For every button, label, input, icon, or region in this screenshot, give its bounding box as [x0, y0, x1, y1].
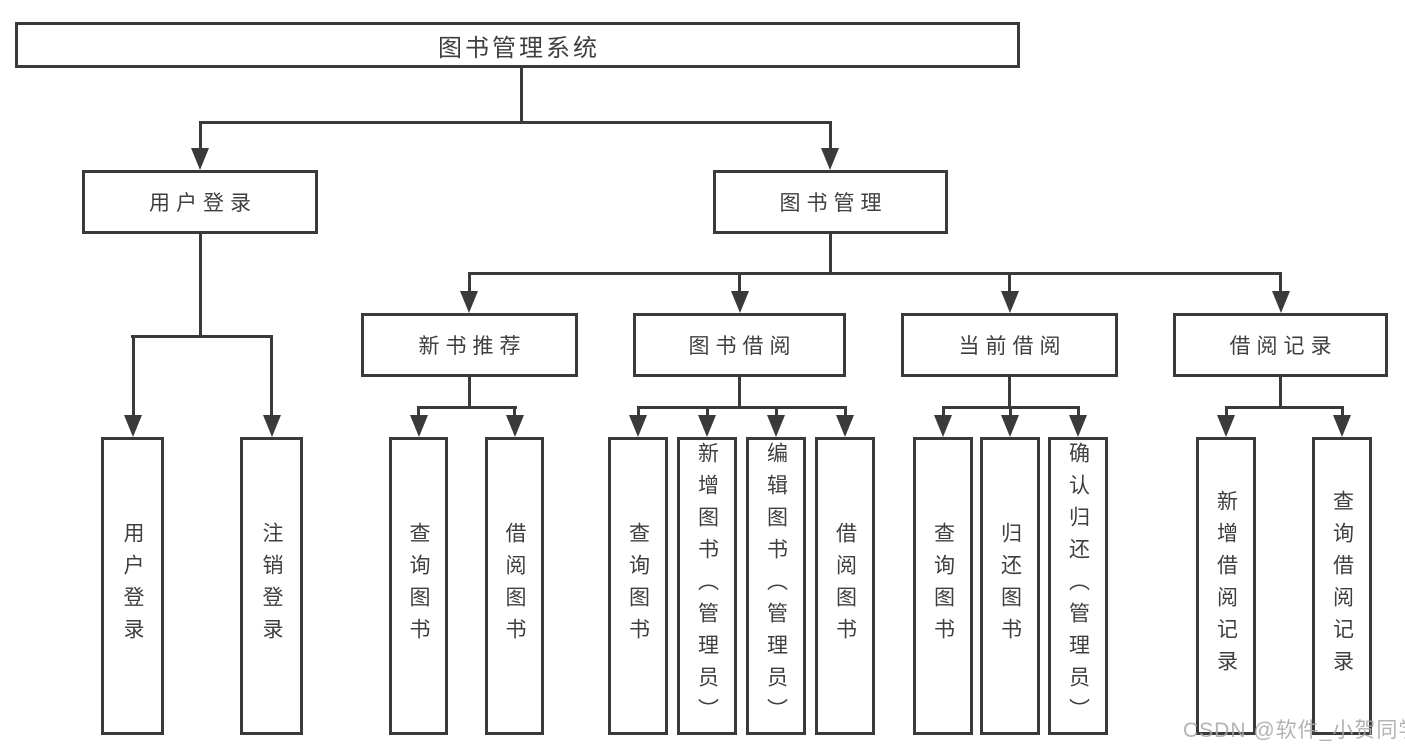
connector-arrowhead — [629, 415, 647, 437]
connector-arrowhead — [191, 148, 209, 170]
node-new-book-recommend-label: 新书推荐 — [418, 335, 527, 358]
connector-arrowhead — [460, 291, 478, 313]
connector-line — [705, 406, 709, 418]
connector-arrowhead — [1069, 415, 1087, 437]
leaf-add-borrow-record-label: 新增借阅记录 — [1214, 490, 1238, 682]
connector-arrowhead — [124, 415, 142, 437]
leaf-recommend-borrow-book: 借阅图书 — [485, 437, 544, 735]
connector-line — [1224, 406, 1228, 418]
node-root-system: 图书管理系统 — [15, 22, 1020, 68]
connector-arrowhead — [1271, 291, 1290, 313]
connector-arrowhead — [836, 415, 854, 437]
connector-line — [941, 406, 945, 418]
connector-line — [1340, 406, 1344, 418]
leaf-edit-book-admin-label: 编辑图书（管理员） — [764, 442, 788, 730]
connector-line — [467, 375, 471, 409]
connector-arrowhead — [262, 415, 281, 437]
connector-arrowhead — [505, 415, 524, 437]
node-user-login-label: 用户登录 — [149, 192, 257, 215]
leaf-current-query-book: 查询图书 — [913, 437, 973, 735]
leaf-query-borrow-record-label: 查询借阅记录 — [1330, 490, 1354, 682]
leaf-recommend-borrow-book-label: 借阅图书 — [503, 522, 526, 650]
connector-line — [738, 272, 741, 294]
connector-arrowhead — [1000, 291, 1019, 313]
leaf-logout-label: 注销登录 — [260, 522, 283, 650]
leaf-return-book: 归还图书 — [980, 437, 1040, 735]
connector-arrowhead — [698, 415, 716, 437]
leaf-recommend-query-book: 查询图书 — [389, 437, 448, 735]
connector-line — [1008, 375, 1011, 409]
connector-line — [1279, 375, 1282, 409]
leaf-borrow-book: 借阅图书 — [815, 437, 875, 735]
node-user-login: 用户登录 — [82, 170, 318, 234]
leaf-current-query-book-label: 查询图书 — [931, 522, 955, 650]
connector-line — [513, 406, 516, 418]
node-root-system-label: 图书管理系统 — [438, 34, 600, 62]
connector-line — [270, 335, 273, 417]
node-book-borrow-label: 图书借阅 — [688, 335, 797, 358]
node-current-borrow: 当前借阅 — [901, 313, 1118, 377]
connector-line — [131, 335, 273, 338]
node-book-management-label: 图书管理 — [779, 192, 888, 215]
connector-line — [198, 232, 202, 338]
connector-line — [636, 406, 640, 418]
connector-line — [738, 375, 741, 409]
leaf-add-borrow-record: 新增借阅记录 — [1196, 437, 1256, 735]
connector-arrowhead — [1217, 415, 1235, 437]
watermark: CSDN @软件_小贺同学 — [1183, 719, 1405, 742]
connector-arrowhead — [1333, 415, 1351, 437]
connector-line — [417, 406, 420, 418]
node-new-book-recommend: 新书推荐 — [361, 313, 578, 377]
node-book-borrow: 图书借阅 — [633, 313, 846, 377]
connector-line — [1076, 406, 1080, 418]
connector-arrowhead — [767, 415, 785, 437]
connector-line — [774, 406, 778, 418]
connector-arrowhead — [1001, 415, 1019, 437]
connector-arrowhead — [821, 148, 839, 170]
connector-line — [467, 272, 471, 294]
leaf-confirm-return-admin: 确认归还（管理员） — [1048, 437, 1108, 735]
leaf-user-login: 用户登录 — [101, 437, 164, 735]
leaf-borrow-query-book-label: 查询图书 — [626, 522, 650, 650]
connector-arrowhead — [730, 291, 749, 313]
leaf-user-login-label: 用户登录 — [121, 522, 144, 650]
leaf-borrow-query-book: 查询图书 — [608, 437, 668, 735]
node-borrow-records-label: 借阅记录 — [1229, 335, 1338, 358]
connector-line — [828, 121, 832, 150]
leaf-borrow-book-label: 借阅图书 — [833, 522, 857, 650]
connector-line — [467, 272, 1282, 275]
node-borrow-records: 借阅记录 — [1173, 313, 1388, 377]
connector-line — [843, 406, 847, 418]
node-current-borrow-label: 当前借阅 — [958, 335, 1067, 358]
leaf-return-book-label: 归还图书 — [998, 522, 1022, 650]
leaf-add-book-admin-label: 新增图书（管理员） — [695, 442, 719, 730]
leaf-logout: 注销登录 — [240, 437, 303, 735]
leaf-add-book-admin: 新增图书（管理员） — [677, 437, 737, 735]
connector-line — [519, 66, 523, 124]
leaf-recommend-query-book-label: 查询图书 — [407, 522, 430, 650]
connector-arrowhead — [409, 415, 428, 437]
connector-line — [417, 406, 517, 409]
connector-line — [198, 121, 202, 150]
connector-line — [1224, 406, 1344, 409]
connector-line — [1279, 272, 1282, 294]
connector-line — [1008, 272, 1011, 294]
leaf-confirm-return-admin-label: 确认归还（管理员） — [1066, 442, 1090, 730]
connector-line — [198, 121, 832, 124]
node-book-management: 图书管理 — [713, 170, 948, 234]
connector-line — [1008, 406, 1012, 418]
connector-arrowhead — [934, 415, 952, 437]
leaf-query-borrow-record: 查询借阅记录 — [1312, 437, 1372, 735]
leaf-edit-book-admin: 编辑图书（管理员） — [746, 437, 806, 735]
connector-line — [131, 335, 135, 417]
connector-line — [636, 406, 847, 409]
connector-line — [828, 232, 832, 275]
